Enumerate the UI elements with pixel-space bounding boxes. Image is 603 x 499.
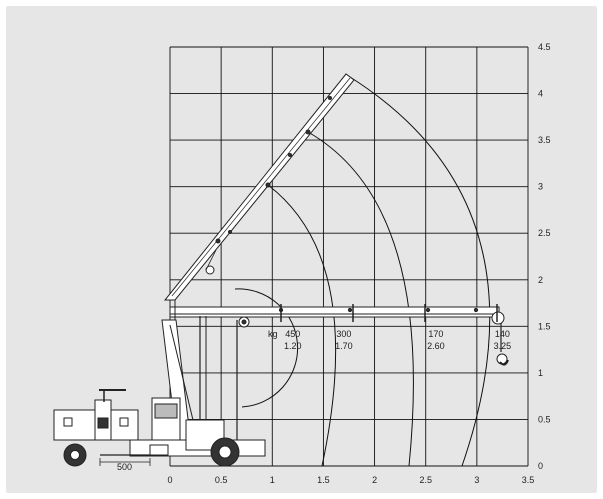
x-tick-label: 3 (474, 475, 479, 485)
x-tick-label: 2 (372, 475, 377, 485)
load-value-3: 140 (495, 329, 510, 339)
x-tick-labels: 0 0.5 1 1.5 2 2.5 3 3.5 (167, 475, 534, 485)
x-tick-label: 1.5 (317, 475, 330, 485)
y-tick-labels: 0 0.5 1 1.5 2 2.5 3 3.5 4 4.5 (538, 42, 551, 471)
horizontal-boom (169, 300, 505, 328)
hook-icon (496, 323, 509, 366)
reach-value-2: 2.60 (427, 341, 445, 351)
y-tick-label: 0 (538, 461, 543, 471)
x-tick-label: 3.5 (522, 475, 535, 485)
counterweight-unit (53, 389, 139, 441)
reach-arc-2 (267, 184, 337, 467)
y-tick-label: 2 (538, 275, 543, 285)
y-tick-label: 1.5 (538, 321, 551, 331)
load-value-2: 170 (428, 329, 443, 339)
load-value-1: 300 (336, 329, 351, 339)
reach-value-1: 1.70 (335, 341, 353, 351)
unit-label: kg (268, 329, 278, 339)
x-tick-label: 0.5 (215, 475, 228, 485)
x-tick-label: 1 (270, 475, 275, 485)
x-tick-label: 2.5 (419, 475, 432, 485)
wheels (63, 437, 240, 467)
raised-boom (163, 73, 355, 301)
y-tick-label: 1 (538, 368, 543, 378)
reach-arc-1 (234, 288, 299, 408)
load-labels: kg 450 1.20 300 1.70 170 2.60 140 3.25 (268, 329, 511, 351)
grid (169, 46, 529, 467)
y-tick-label: 3.5 (538, 135, 551, 145)
y-tick-label: 3 (538, 182, 543, 192)
y-tick-label: 4 (538, 89, 543, 99)
dimension-label: 500 (117, 462, 132, 472)
reach-arc-4 (349, 76, 491, 467)
dimension-500: 500 (99, 458, 151, 472)
x-tick-label: 0 (167, 475, 172, 485)
y-tick-label: 2.5 (538, 228, 551, 238)
reach-value-0: 1.20 (284, 341, 302, 351)
reach-arc-3 (307, 131, 414, 467)
y-tick-label: 0.5 (538, 414, 551, 424)
reach-value-3: 3.25 (494, 341, 512, 351)
load-value-0: 450 (285, 329, 300, 339)
reach-arcs (234, 76, 491, 467)
y-tick-label: 4.5 (538, 42, 551, 52)
